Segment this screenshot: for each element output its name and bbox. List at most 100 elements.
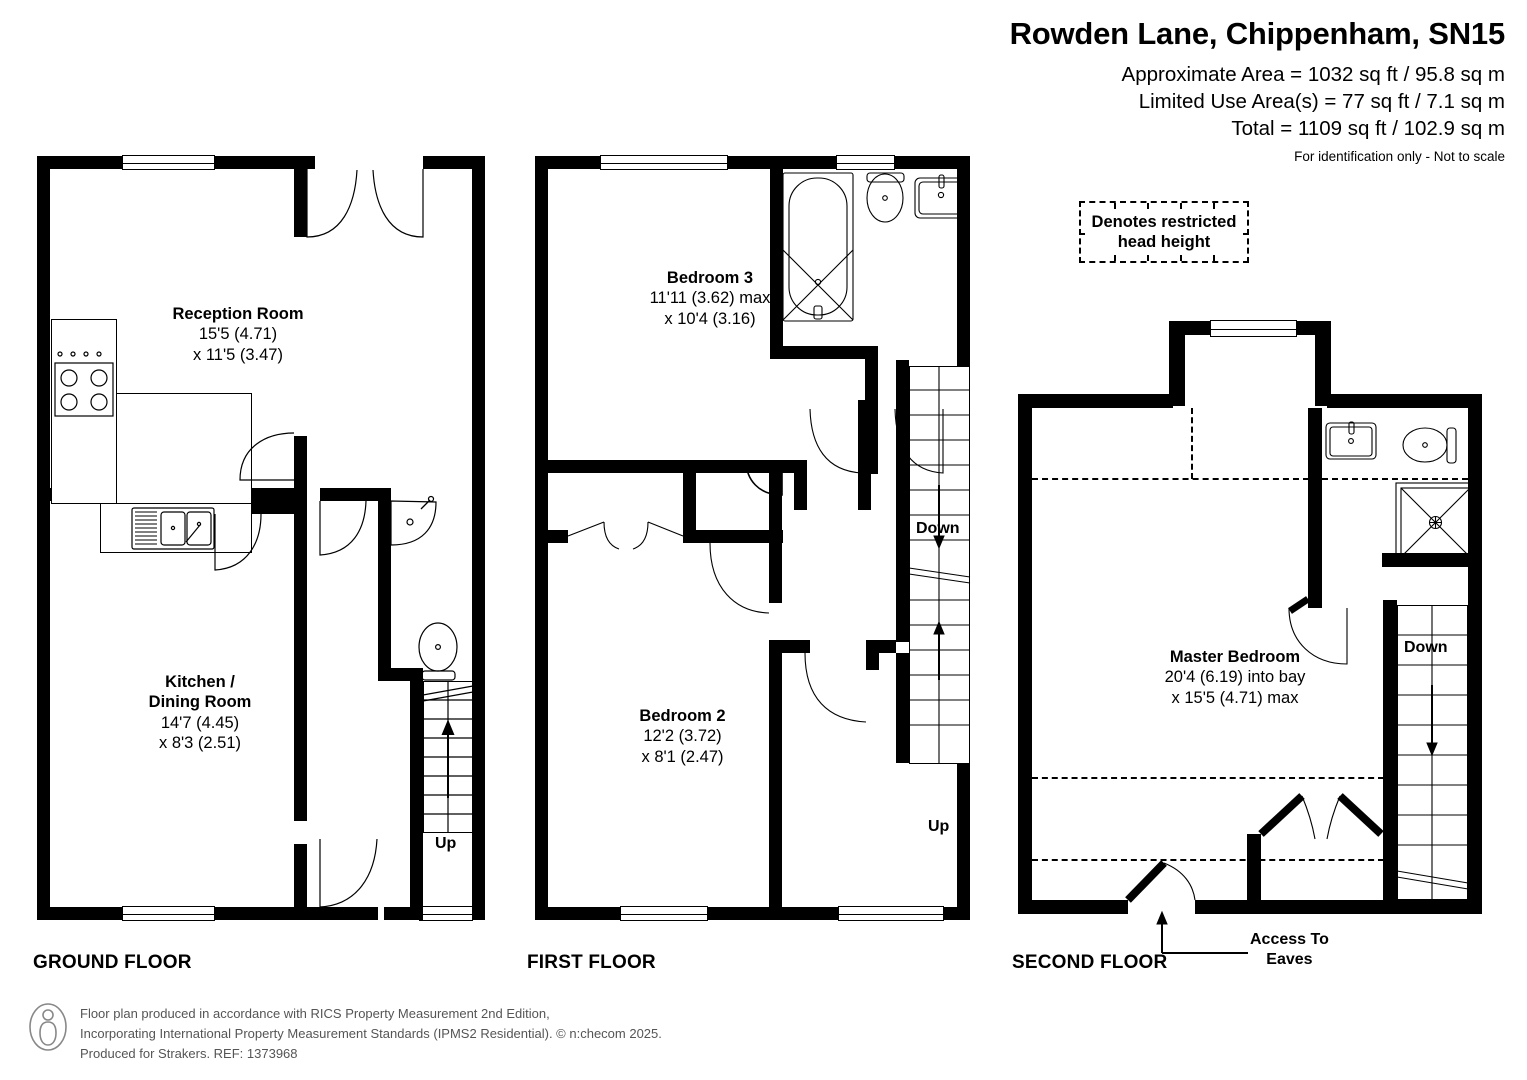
wall: [770, 346, 878, 359]
room-dimension: 20'4 (6.19) into bay: [1164, 668, 1306, 687]
legend-label: Denotes restricted head height: [1085, 211, 1243, 254]
restricted-head-height-line: [1032, 859, 1384, 861]
floor-label-first: FIRST FLOOR: [527, 952, 656, 973]
room-name: Reception Room: [172, 305, 304, 323]
wall: [294, 844, 307, 920]
wall: [794, 460, 807, 510]
room-dimension: x 10'4 (3.16): [664, 309, 756, 328]
window: [620, 906, 708, 921]
room-dimension: x 11'5 (3.47): [193, 345, 283, 364]
wall: [548, 530, 568, 543]
first-floor-details: [567, 172, 971, 764]
room-dimension: x 8'1 (2.47): [641, 747, 724, 766]
room-dimension: x 15'5 (4.71) max: [1171, 688, 1299, 707]
wall: [683, 460, 696, 473]
stairs-direction-down: Down: [1404, 639, 1448, 656]
kitchen-worktop: [116, 393, 252, 505]
wall: [37, 156, 122, 169]
wall: [1327, 394, 1482, 408]
wall: [294, 169, 307, 237]
wall: [472, 156, 485, 920]
restricted-head-height-line: [1032, 478, 1309, 480]
room-dimension: 12'2 (3.72): [643, 727, 722, 746]
second-floor-details: [1125, 421, 1476, 954]
wall: [769, 640, 782, 920]
wall: [1315, 321, 1331, 406]
footer-text: Floor plan produced in accordance with R…: [80, 1002, 662, 1063]
restricted-head-height-line: [1191, 408, 1193, 479]
wall: [696, 460, 794, 473]
wall: [294, 436, 307, 502]
room-dimension: x 8'3 (2.51): [158, 734, 242, 753]
room-label-bedroom-2: Bedroom 2 12'2 (3.72) x 8'1 (2.47): [570, 706, 795, 767]
window: [122, 906, 215, 921]
wall: [378, 668, 420, 681]
footer-line-2: Incorporating International Property Mea…: [80, 1025, 662, 1041]
wall: [294, 501, 307, 821]
window: [838, 906, 944, 921]
room-label-bedroom-3: Bedroom 3 11'11 (3.62) max x 10'4 (3.16): [580, 268, 840, 329]
wall: [473, 907, 485, 920]
approximate-area: Approximate Area = 1032 sq ft / 95.8 sq …: [1121, 62, 1505, 86]
access-to-eaves-line1: Access To: [1250, 931, 1329, 948]
window: [1210, 320, 1297, 337]
wall: [535, 156, 548, 920]
wall: [37, 156, 50, 920]
page-title: Rowden Lane, Chippenham, SN15: [1009, 16, 1506, 51]
wall: [320, 488, 378, 501]
room-name: Bedroom 2: [639, 707, 726, 725]
stairs-direction-down: Down: [916, 520, 960, 537]
wall: [378, 488, 391, 536]
wall: [683, 473, 696, 543]
ground-floor-details: [54, 169, 474, 908]
room-label-kitchen-dining-room: Kitchen / Dining Room 14'7 (4.45) x 8'3 …: [100, 672, 300, 754]
wall: [37, 907, 122, 920]
wall: [535, 156, 601, 169]
wall: [1383, 600, 1397, 900]
wall: [769, 473, 782, 543]
identification-note: For identification only - Not to scale: [1294, 148, 1505, 164]
window: [836, 155, 895, 170]
legend-label-line2: head height: [1117, 233, 1211, 252]
wall: [943, 907, 970, 920]
kitchen-worktop: [51, 319, 117, 504]
room-name: Master Bedroom: [1169, 648, 1301, 666]
room-label-reception-room: Reception Room 15'5 (4.71) x 11'5 (3.47): [108, 304, 368, 365]
wall: [858, 400, 871, 462]
room-dimension: 15'5 (4.71): [198, 325, 278, 344]
wall: [1018, 394, 1032, 914]
wall: [1018, 900, 1128, 914]
wall: [683, 530, 783, 543]
access-to-eaves-label: Access To Eaves: [1250, 930, 1329, 969]
area-summary: Approximate Area = 1032 sq ft / 95.8 sq …: [1010, 61, 1505, 142]
wall: [535, 907, 621, 920]
restricted-head-height-legend: Denotes restricted head height: [1079, 201, 1249, 263]
footer: Floor plan produced in accordance with R…: [28, 1002, 662, 1063]
wall: [896, 653, 909, 763]
wall: [894, 156, 970, 169]
room-dimension: 11'11 (3.62) max: [649, 289, 771, 308]
footer-line-1: Floor plan produced in accordance with R…: [80, 1006, 550, 1021]
wall: [782, 640, 810, 653]
wall: [1169, 321, 1212, 335]
access-to-eaves-line2: Eaves: [1266, 950, 1313, 968]
wall: [378, 536, 391, 680]
restricted-head-height-line: [1032, 777, 1384, 779]
wall: [770, 169, 783, 359]
first-floor-plan: Bedroom 3 11'11 (3.62) max x 10'4 (3.16)…: [530, 150, 990, 940]
room-label-master-bedroom: Master Bedroom 20'4 (6.19) into bay x 15…: [1085, 647, 1385, 708]
wall: [1169, 321, 1185, 406]
window: [122, 155, 215, 170]
stairs-direction-up: Up: [435, 835, 457, 852]
wall: [1468, 394, 1482, 914]
total-area: Total = 1109 sq ft / 102.9 sq m: [1231, 116, 1505, 140]
wall: [1247, 834, 1261, 900]
room-name: Bedroom 3: [666, 269, 754, 287]
limited-use-area: Limited Use Area(s) = 77 sq ft / 7.1 sq …: [1138, 89, 1505, 113]
wall: [866, 640, 879, 670]
wall: [1195, 900, 1482, 914]
ground-floor-plan: Reception Room 15'5 (4.71) x 11'5 (3.47)…: [30, 150, 500, 940]
wall: [1018, 394, 1173, 408]
footer-line-3: Produced for Strakers. REF: 1373968: [80, 1045, 298, 1061]
person-icon: [29, 1003, 67, 1051]
